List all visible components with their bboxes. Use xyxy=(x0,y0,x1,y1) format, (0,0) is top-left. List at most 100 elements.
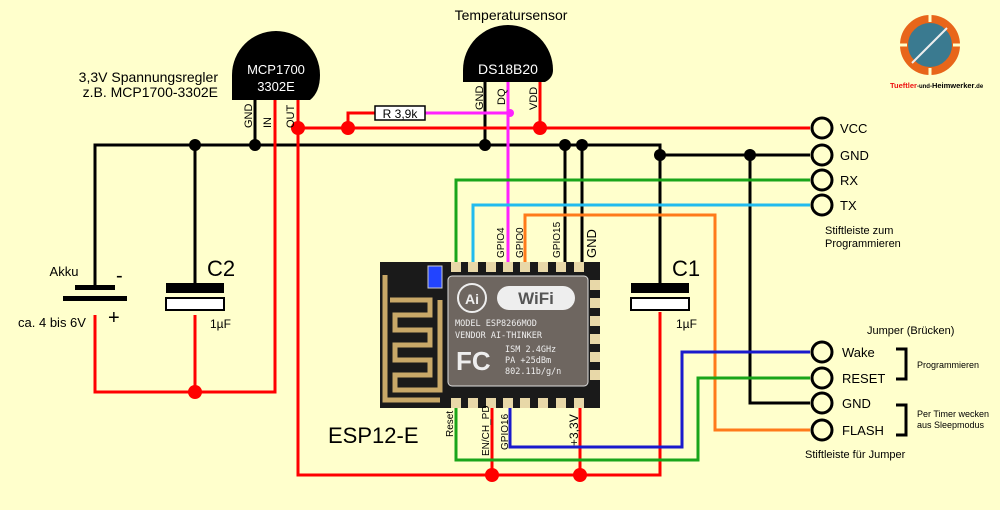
sensor-pin-gnd: GND xyxy=(474,86,486,111)
pin-gnd: GND xyxy=(584,229,599,258)
pin-gpio15: GPIO15 xyxy=(552,221,563,258)
battery-label: Akku xyxy=(50,264,79,279)
jumper-pin-wake[interactable] xyxy=(810,340,834,364)
junctions xyxy=(188,109,756,482)
c1-value: 1µF xyxy=(676,317,697,331)
sensor-pin-dq: DQ xyxy=(496,88,508,105)
jumper-caption: Stiftleiste für Jumper xyxy=(805,449,906,461)
pin-gpio16: GPIO16 xyxy=(500,413,511,450)
label-jumper-gnd: GND xyxy=(842,396,871,411)
header-pin-gnd[interactable] xyxy=(810,143,834,167)
header-pin-vcc[interactable] xyxy=(810,116,834,140)
label-tx: TX xyxy=(840,198,857,213)
capacitor-c2: C2 1µF xyxy=(165,256,235,331)
wires xyxy=(93,82,810,477)
logo-text-red: Tueftler xyxy=(890,81,917,90)
vcc-bus xyxy=(296,100,662,477)
pin-reset: Reset xyxy=(445,411,456,437)
flash-wire xyxy=(523,213,810,432)
pin-gpio0: GPIO0 xyxy=(515,227,526,258)
shield-ism: ISM 2.4GHz xyxy=(505,345,556,355)
shield-std: 802.11b/g/n xyxy=(505,367,561,377)
sensor-pin-vdd: VDD xyxy=(528,87,540,110)
gnd-to-jumper xyxy=(748,155,810,405)
jumper-pin-reset[interactable] xyxy=(810,366,834,390)
jumper-header: Jumper (Brücken) Wake RESET GND FLASH Pr… xyxy=(805,325,989,461)
label-wake: Wake xyxy=(842,345,875,360)
junction xyxy=(249,139,261,151)
c2-name: C2 xyxy=(207,256,235,281)
battery-range: ca. 4 bis 6V xyxy=(18,315,86,330)
resistor: R 3,9k xyxy=(374,105,426,121)
header-pin-rx[interactable] xyxy=(810,168,834,192)
sensor-body xyxy=(463,25,553,82)
temperature-sensor: Temperatursensor DS18B20 GND DQ VDD xyxy=(455,7,568,110)
label-gnd: GND xyxy=(840,148,869,163)
junction xyxy=(576,139,588,151)
logo[interactable]: Tueftler-und-Heimwerker.de xyxy=(890,12,984,90)
jumper-title: Jumper (Brücken) xyxy=(867,325,954,337)
sensor-body-label: DS18B20 xyxy=(478,61,538,77)
regulator-pin-out: OUT xyxy=(285,105,297,129)
battery-minus: - xyxy=(116,265,123,287)
wake-wire xyxy=(508,350,810,449)
junction xyxy=(291,121,305,135)
junction xyxy=(573,468,587,482)
junction xyxy=(506,109,514,117)
pin-3v3: +3,3V xyxy=(567,414,581,446)
battery-plus: + xyxy=(108,307,120,329)
module-name: ESP12-E xyxy=(328,423,419,448)
sensor-caption: Temperatursensor xyxy=(455,7,568,23)
led xyxy=(427,265,443,289)
resistor-label: R 3,9k xyxy=(383,107,419,121)
junction xyxy=(744,149,756,161)
shield-brand-wifi: WiFi xyxy=(518,289,554,308)
group-sleep-2: aus Sleepmodus xyxy=(917,420,985,430)
label-flash: FLASH xyxy=(842,423,884,438)
junction xyxy=(188,385,202,399)
prog-caption-2: Programmieren xyxy=(825,238,901,250)
regulator-caption-1: 3,3V Spannungsregler xyxy=(79,69,219,85)
jumper-pin-flash[interactable] xyxy=(810,418,834,442)
junction xyxy=(533,121,547,135)
shield-brand-ai: Ai xyxy=(465,291,479,307)
header-pin-tx[interactable] xyxy=(810,193,834,217)
logo-text-mid: -und- xyxy=(917,84,932,90)
logo-text-dark: Heimwerker xyxy=(932,81,975,90)
junction xyxy=(341,121,355,135)
battery-plus-wire xyxy=(93,100,277,394)
jumper-pin-gnd[interactable] xyxy=(810,391,834,415)
regulator-pin-in: IN xyxy=(262,117,274,128)
regulator-caption-2: z.B. MCP1700-3302E xyxy=(83,84,218,100)
battery: Akku - + ca. 4 bis 6V xyxy=(18,264,127,330)
reset-wire xyxy=(454,376,810,462)
junction xyxy=(654,149,666,161)
junction xyxy=(189,139,201,151)
group-programmieren: Programmieren xyxy=(917,360,979,370)
svg-text:Tueftler-und-Heimwerker.de: Tueftler-und-Heimwerker.de xyxy=(890,81,984,90)
rx-wire xyxy=(454,178,810,262)
group-sleep-1: Per Timer wecken xyxy=(917,409,989,419)
label-reset: RESET xyxy=(842,371,885,386)
shield-vendor: VENDOR AI-THINKER xyxy=(455,331,543,341)
capacitor-c1: C1 1µF xyxy=(630,256,700,331)
prog-caption-1: Stiftleiste zum xyxy=(825,225,893,237)
tx-wire xyxy=(471,203,810,262)
junction xyxy=(479,139,491,151)
label-vcc: VCC xyxy=(840,121,867,136)
c1-name: C1 xyxy=(672,256,700,281)
regulator-pin-gnd: GND xyxy=(243,104,255,129)
voltage-regulator: 3,3V Spannungsregler z.B. MCP1700-3302E … xyxy=(79,31,320,128)
shield-fcc: FC xyxy=(456,346,491,376)
label-rx: RX xyxy=(840,173,858,188)
regulator-body-2: 3302E xyxy=(257,79,295,94)
pin-gpio4: GPIO4 xyxy=(496,227,507,258)
junction xyxy=(559,139,571,151)
logo-text-suffix: .de xyxy=(974,84,983,90)
shield-model: MODEL ESP8266MOD xyxy=(455,319,537,329)
programming-header: VCC GND RX TX Stiftleiste zum Programmie… xyxy=(810,116,901,250)
junction xyxy=(485,468,499,482)
regulator-body xyxy=(232,31,320,100)
bracket-sleep xyxy=(896,403,908,437)
